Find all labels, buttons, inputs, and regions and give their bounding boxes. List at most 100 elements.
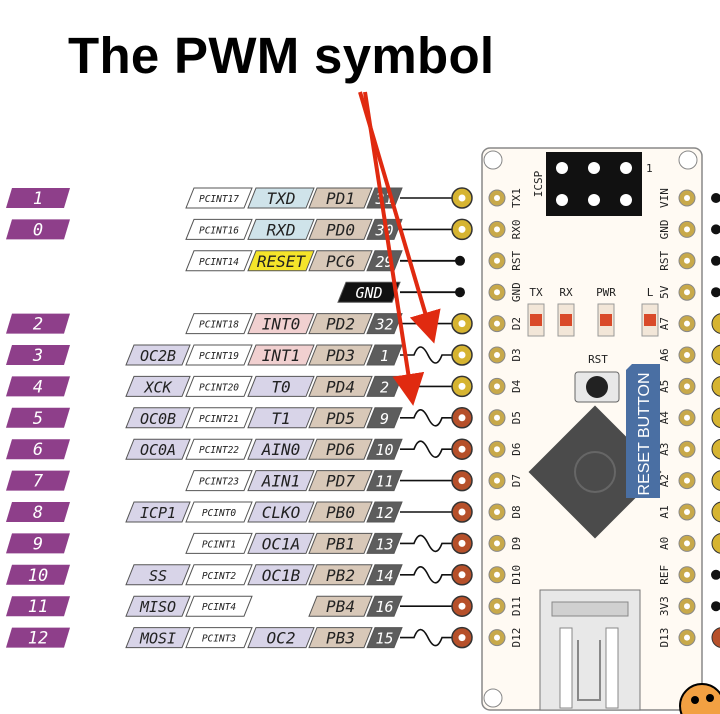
func-tag-label: INT1 <box>262 346 301 365</box>
phys-pin-tag: 32 <box>366 313 403 335</box>
phys-pin-tag: 12 <box>366 501 403 523</box>
pcint-tag: PCINT1 <box>185 532 253 554</box>
func-tag-label: RXD <box>267 220 296 239</box>
port-tag-label: PB3 <box>326 629 355 648</box>
port-tag: PC6 <box>308 250 373 272</box>
port-tag: PB4 <box>308 595 373 617</box>
board-label-right: A2 <box>658 474 671 487</box>
phys-pin-tag: 2 <box>366 375 403 397</box>
func-tag-label: CLKO <box>262 503 301 522</box>
phys-pin-tag: 11 <box>366 470 403 492</box>
arduino-pin-tag: 8 <box>6 502 70 523</box>
pcint-tag-label: PCINT14 <box>199 257 239 268</box>
arduino-pin-tag: 3 <box>6 345 70 366</box>
board-label-left: RX0 <box>510 219 523 239</box>
func-tag-label: TXD <box>267 189 296 208</box>
func-tag: INT1 <box>247 344 315 366</box>
pcint-tag: PCINT19 <box>185 344 253 366</box>
port-tag-label: PB1 <box>326 534 355 553</box>
alt-func-tag: OC0B <box>125 407 191 429</box>
board-label-right: D13 <box>658 628 671 648</box>
pcint-tag: PCINT0 <box>185 501 253 523</box>
alt-func-tag-label: SS <box>149 567 167 585</box>
pin-row-3: GND <box>337 281 465 303</box>
pin-dot <box>455 287 465 298</box>
port-tag: PD6 <box>308 438 373 460</box>
board-label-right: REF <box>658 565 671 585</box>
arduino-pin-label: 12 <box>28 629 48 649</box>
port-tag: PB2 <box>308 564 373 586</box>
usb-connector <box>539 589 641 711</box>
phys-pin-tag-label: 2 <box>380 378 389 396</box>
pcint-tag-label: PCINT0 <box>202 508 237 519</box>
func-tag-label: OC1A <box>262 534 301 553</box>
board-label-left: TX1 <box>510 188 523 208</box>
pcint-tag: PCINT14 <box>185 250 253 272</box>
func-tag-label: T1 <box>271 409 290 428</box>
board-label-right: A5 <box>658 380 671 393</box>
board-label-left: D5 <box>510 411 523 424</box>
port-tag-label: PD4 <box>326 377 355 396</box>
phys-pin-tag: 1 <box>366 344 403 366</box>
phys-pin-tag-label: 32 <box>374 316 393 334</box>
arduino-pin-label: 6 <box>33 440 43 460</box>
arduino-pin-tag: 12 <box>6 627 70 649</box>
port-tag-label: PD2 <box>326 315 355 334</box>
func-tag-label: AIN0 <box>261 440 301 459</box>
pwm-symbol <box>400 628 452 647</box>
func-tag: AIN1 <box>247 470 315 492</box>
pcint-tag: PCINT22 <box>185 438 253 460</box>
pcint-tag-label: PCINT16 <box>199 225 239 236</box>
func-tag: OC1B <box>247 564 315 586</box>
port-tag-label: PD5 <box>326 409 355 428</box>
port-tag-label: PC6 <box>326 252 355 271</box>
board-label-right: A6 <box>658 348 671 361</box>
pcint-tag: PCINT3 <box>185 627 253 649</box>
board-label-right: A7 <box>658 317 671 330</box>
led-label: TX <box>529 286 543 299</box>
gnd-tag-label: GND <box>355 284 382 302</box>
arduino-pin-label: 3 <box>32 346 43 366</box>
port-tag-label: PB4 <box>326 597 355 616</box>
arduino-pin-label: 8 <box>33 503 43 523</box>
board-label-left: D8 <box>510 505 523 518</box>
pcint-tag-label: PCINT23 <box>199 477 239 488</box>
pcint-tag-label: PCINT19 <box>199 351 239 362</box>
func-tag-label: AIN1 <box>261 472 301 491</box>
alt-func-tag-label: OC0A <box>140 441 176 459</box>
arduino-pin-tag: 5 <box>6 407 70 429</box>
reset-button-tag: RESET BUTTON <box>626 364 660 498</box>
alt-func-tag-label: MISO <box>139 598 176 616</box>
alt-func-tag-label: XCK <box>143 378 172 396</box>
port-tag-label: PD3 <box>326 346 355 365</box>
phys-pin-tag-label: 11 <box>375 473 393 491</box>
func-tag: OC1A <box>247 532 315 554</box>
reset-button: RST <box>574 353 620 403</box>
pwm-symbol <box>400 566 452 584</box>
arduino-pin-label: 5 <box>33 409 43 429</box>
alt-func-tag: XCK <box>125 375 191 397</box>
phys-pin-tag-label: 1 <box>380 347 389 365</box>
board-label-left: D9 <box>510 537 523 550</box>
func-tag: TXD <box>247 187 315 209</box>
board-label-left: D11 <box>510 596 523 616</box>
port-tag-label: PB2 <box>326 566 355 585</box>
port-tag: PD7 <box>308 470 373 492</box>
func-tag: OC2 <box>247 627 315 649</box>
port-tag-label: PD6 <box>326 440 355 459</box>
arduino-pin-tag: 4 <box>6 376 70 397</box>
port-tag-label: PD0 <box>326 220 355 239</box>
port-tag: PD2 <box>308 313 373 335</box>
phys-pin-tag: 9 <box>366 407 403 429</box>
arduino-pin-tag: 2 <box>6 313 70 335</box>
arduino-pin-tag: 7 <box>6 470 70 492</box>
pin-dot <box>455 255 465 266</box>
phys-pin-tag: 10 <box>366 438 403 460</box>
phys-pin-tag: 16 <box>366 595 403 617</box>
